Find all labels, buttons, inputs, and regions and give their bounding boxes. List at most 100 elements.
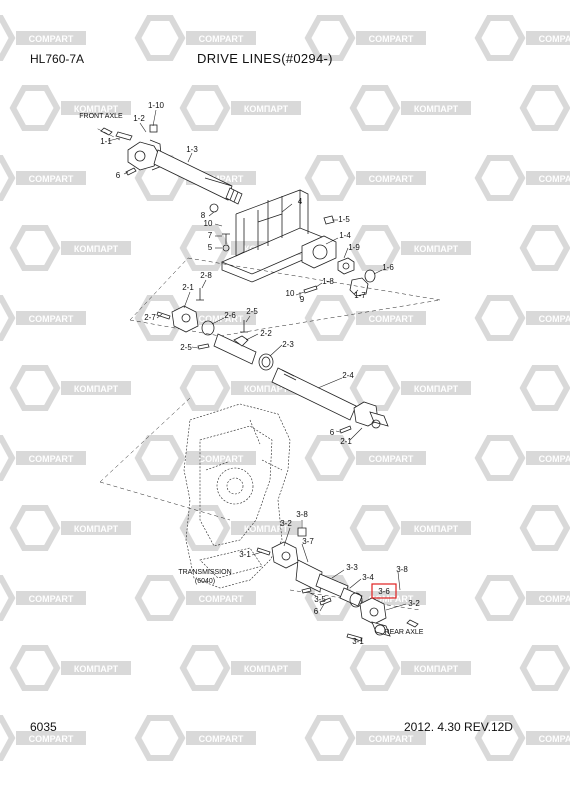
callout-2-1-upper: 2-1	[182, 283, 194, 292]
watermark-text: COMPART	[539, 594, 570, 604]
watermark-tile: COMPART	[134, 15, 256, 61]
callout-2-5-lower: 2-5	[180, 343, 192, 352]
watermark-text: COMPART	[199, 454, 244, 464]
watermark-text: КОМПАРТ	[244, 524, 289, 534]
callout-1-8: 1-8	[322, 277, 334, 286]
watermark-tile: КОМПАРТ	[179, 645, 301, 691]
watermark-tile: КОМПАРТ	[519, 225, 570, 271]
callout-3-7: 3-7	[302, 537, 314, 546]
watermark-tile: COMPART	[134, 435, 256, 481]
callout-7: 7	[208, 231, 213, 240]
callout-2-3: 2-3	[282, 340, 294, 349]
watermark-text: КОМПАРТ	[414, 244, 459, 254]
transmission-housing	[183, 403, 291, 589]
watermark-text: COMPART	[369, 734, 414, 744]
callout-1-6: 1-6	[382, 263, 394, 272]
callout-3-1-upper: 3-1	[239, 550, 251, 559]
watermark-tile: COMPART	[134, 715, 256, 761]
model-code: HL760-7A	[30, 52, 85, 66]
watermark-text: КОМПАРТ	[414, 104, 459, 114]
watermark-tile: COMPART	[474, 295, 570, 341]
callout-2-2: 2-2	[260, 329, 272, 338]
watermark-text: КОМПАРТ	[74, 664, 119, 674]
watermark-text: COMPART	[29, 594, 74, 604]
watermark-text: COMPART	[29, 34, 74, 44]
front-axle-label: FRONT AXLE	[79, 113, 123, 120]
watermark-tile: КОМПАРТ	[349, 645, 471, 691]
watermark-tile: COMPART	[304, 295, 426, 341]
watermark-text: КОМПАРТ	[74, 104, 119, 114]
callout-1-4: 1-4	[339, 231, 351, 240]
page-title: DRIVE LINES(#0294-)	[197, 51, 333, 66]
watermark-text: COMPART	[199, 594, 244, 604]
watermark-text: COMPART	[539, 314, 570, 324]
callout-2-6: 2-6	[224, 311, 236, 320]
watermark-tile: COMPART	[0, 575, 86, 621]
watermark-text: COMPART	[199, 314, 244, 324]
watermark-text: COMPART	[369, 594, 414, 604]
watermark-tile: КОМПАРТ	[179, 505, 301, 551]
callout-5: 5	[208, 243, 213, 252]
watermark-tile: COMPART	[474, 575, 570, 621]
watermark-tile: COMPART	[134, 575, 256, 621]
watermark-tile: COMPART	[474, 15, 570, 61]
transmission-model-label: (6040)	[195, 578, 215, 585]
watermark-tile: COMPART	[304, 435, 426, 481]
callout-2-5-upper: 2-5	[246, 307, 258, 316]
watermark-text: КОМПАРТ	[244, 664, 289, 674]
rear-axle-label: REAR AXLE	[385, 629, 424, 636]
watermark-tile: COMPART	[0, 715, 86, 761]
callout-6-front: 6	[116, 171, 121, 180]
watermark-text: COMPART	[539, 734, 570, 744]
callout-2-7: 2-7	[144, 313, 156, 322]
callout-2-4: 2-4	[342, 371, 354, 380]
watermark-text: COMPART	[199, 174, 244, 184]
watermark-tile: COMPART	[474, 155, 570, 201]
watermark-text: КОМПАРТ	[74, 524, 119, 534]
callout-3-2-lower: 3-2	[408, 599, 420, 608]
watermark-tile: COMPART	[0, 155, 86, 201]
watermark-tile: КОМПАРТ	[9, 645, 131, 691]
callout-3-8-upper: 3-8	[296, 510, 308, 519]
watermark-text: COMPART	[29, 314, 74, 324]
watermark-text: COMPART	[29, 174, 74, 184]
watermark-tile: КОМПАРТ	[9, 225, 131, 271]
watermark-text: КОМПАРТ	[74, 244, 119, 254]
callout-6-middle: 6	[330, 428, 335, 437]
watermark-text: COMPART	[199, 734, 244, 744]
front-shaft-assembly	[100, 124, 243, 205]
watermark-text: COMPART	[539, 454, 570, 464]
watermark-tile: КОМПАРТ	[179, 85, 301, 131]
callout-4: 4	[298, 197, 303, 206]
watermark-text: КОМПАРТ	[414, 664, 459, 674]
watermark-text: COMPART	[369, 34, 414, 44]
watermark-tile: КОМПАРТ	[349, 225, 471, 271]
watermark-tile: КОМПАРТ	[349, 85, 471, 131]
callout-3-4: 3-4	[362, 573, 374, 582]
callout-2-8: 2-8	[200, 271, 212, 280]
watermark-text: COMPART	[369, 454, 414, 464]
callout-8: 8	[201, 211, 206, 220]
date-revision: 2012. 4.30 REV.12D	[404, 720, 513, 734]
callout-1-3: 1-3	[186, 145, 198, 154]
watermark-tile: COMPART	[304, 715, 426, 761]
watermark-text: COMPART	[29, 454, 74, 464]
callout-2-1-lower: 2-1	[340, 437, 352, 446]
watermark-tile: COMPART	[474, 715, 570, 761]
watermark-tile: COMPART	[0, 15, 86, 61]
watermark-text: КОМПАРТ	[74, 384, 119, 394]
page-number: 6035	[30, 720, 57, 734]
callout-1-7: 1-7	[354, 291, 366, 300]
watermark-tile: КОМПАРТ	[9, 85, 131, 131]
center-bearing-bracket	[209, 189, 376, 297]
watermark-tile: КОМПАРТ	[9, 505, 131, 551]
callout-3-3: 3-3	[346, 563, 358, 572]
watermark-tile: КОМПАРТ	[519, 505, 570, 551]
watermark-text: COMPART	[369, 174, 414, 184]
callout-10-upper: 10	[204, 219, 213, 228]
watermark-text: КОМПАРТ	[414, 524, 459, 534]
callout-1-1: 1-1	[100, 137, 112, 146]
callout-3-8-lower: 3-8	[396, 565, 408, 574]
